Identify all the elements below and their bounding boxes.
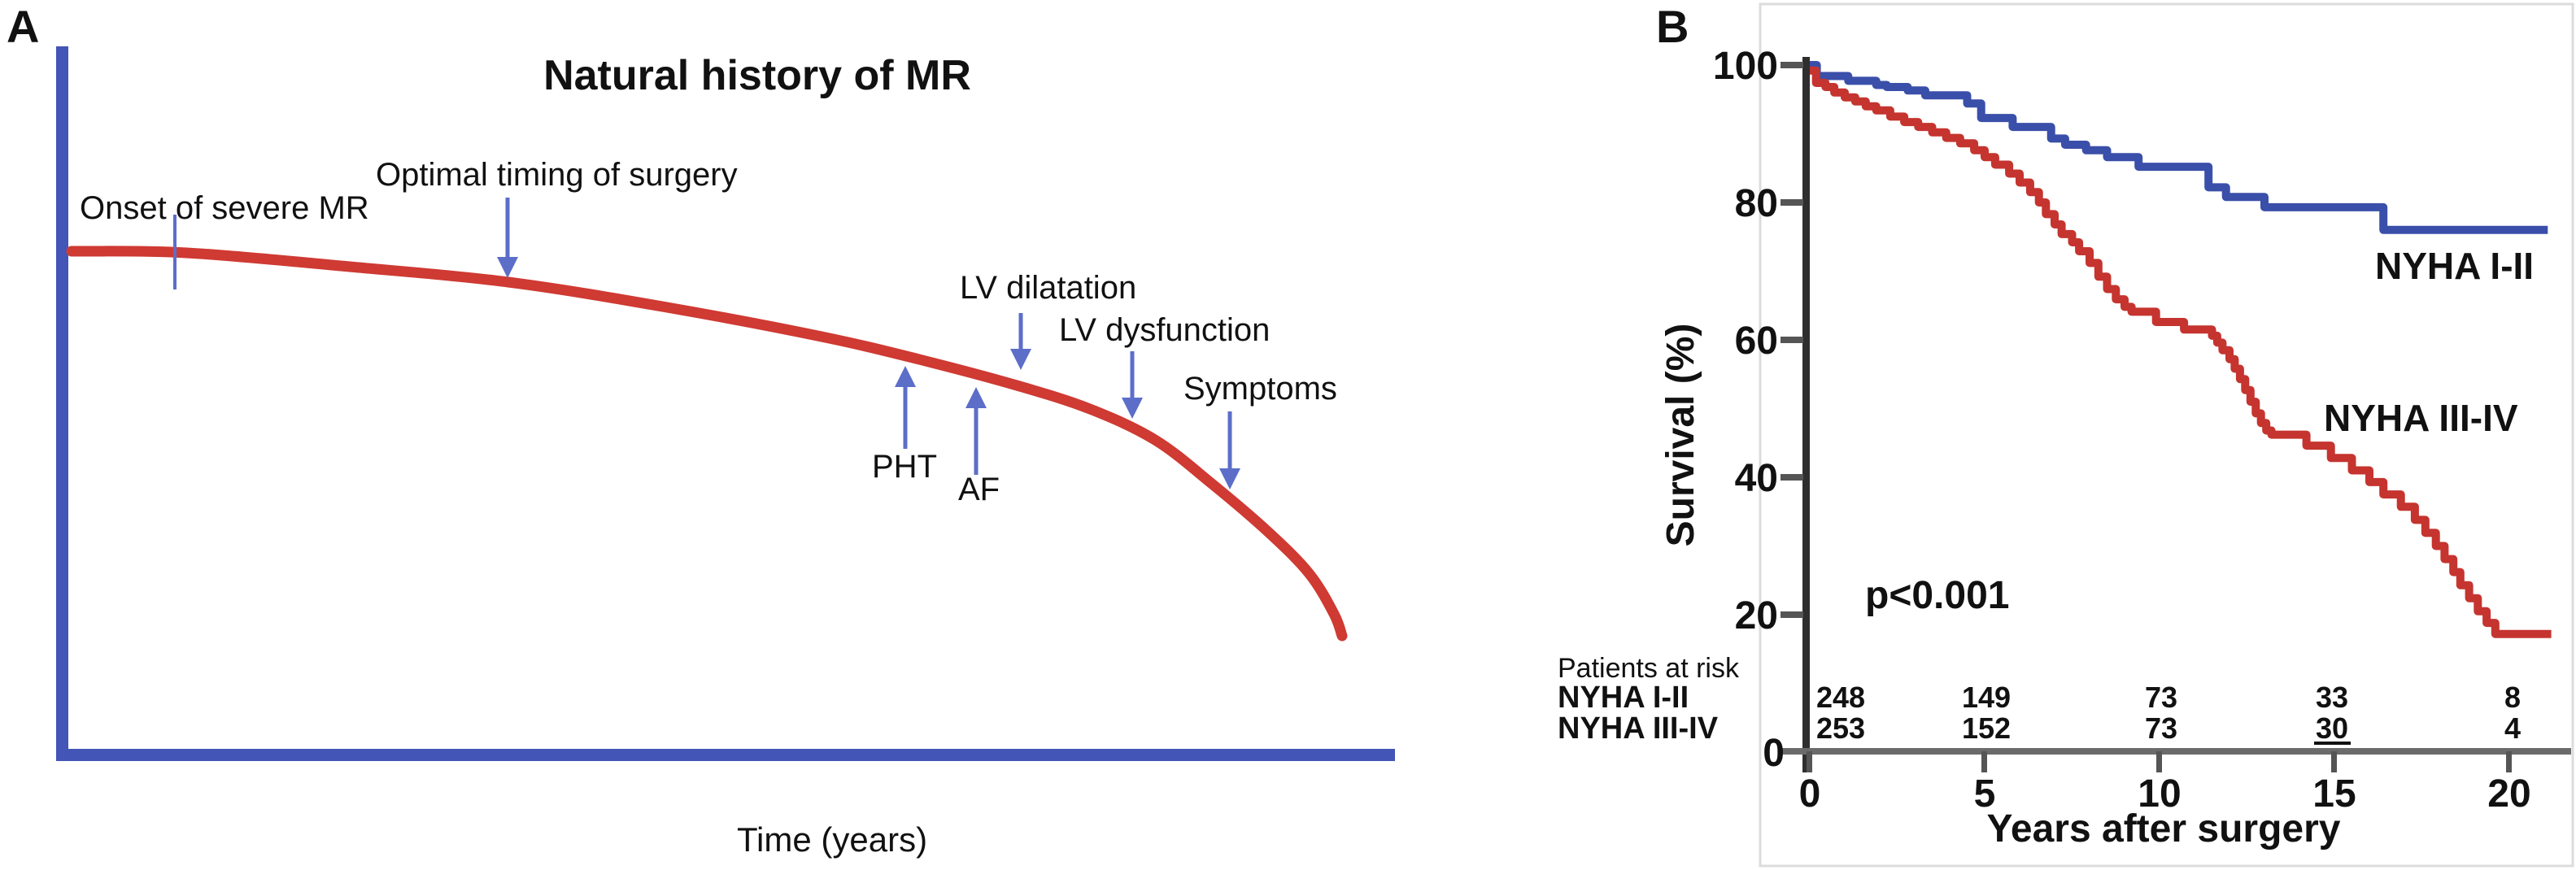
y-tick-60 <box>1781 337 1803 343</box>
x-tick-10 <box>2156 751 2162 772</box>
panel-b-y-axis-label: Survival (%) <box>1659 324 1702 547</box>
panel-a-y-axis <box>56 46 68 761</box>
risk-count: 33 <box>2316 681 2348 714</box>
curve-label-nyha-3-4: NYHA III-IV <box>2324 397 2518 439</box>
panel-a-x-axis-label: Time (years) <box>737 820 927 859</box>
x-tick-label-20: 20 <box>2487 772 2530 816</box>
annotation-optimal-timing: Optimal timing of surgery <box>376 157 738 193</box>
y-tick-label-60: 60 <box>1735 320 1778 363</box>
risk-count: 149 <box>1962 681 2011 714</box>
annotation-onset-severe-mr: Onset of severe MR <box>80 190 369 226</box>
panel-a-title: Natural history of MR <box>543 52 971 99</box>
y-tick-label-20: 20 <box>1735 594 1778 637</box>
km-curves <box>1810 61 2552 638</box>
x-tick-label-0: 0 <box>1799 772 1821 816</box>
p-value: p<0.001 <box>1865 574 2009 617</box>
y-tick-40 <box>1781 474 1803 481</box>
natural-history-curve <box>66 246 1348 642</box>
underline-artifact-30 <box>2314 742 2351 745</box>
x-tick-0 <box>1807 751 1812 772</box>
panel-b-y-ticks <box>1781 62 1803 618</box>
curve-label-nyha-1-2: NYHA I-II <box>2375 245 2534 287</box>
annotation-pht: PHT <box>872 449 937 485</box>
risk-count: 73 <box>2145 711 2177 745</box>
down-arrowhead-icon <box>1010 349 1031 370</box>
up-arrowhead-icon <box>895 366 916 387</box>
annotation-af: AF <box>958 472 1000 507</box>
down-arrowhead-icon <box>1219 468 1240 489</box>
panel-a-annotation-arrows <box>173 198 1240 489</box>
risk-count: 152 <box>1962 711 2011 745</box>
panel-b-x-axis-label: Years after surgery <box>1987 807 2341 850</box>
y-tick-label-0: 0 <box>1763 732 1785 775</box>
x-tick-label-10: 10 <box>2138 772 2181 816</box>
panel-b-x-axis <box>1778 748 2571 755</box>
x-tick-label-15: 15 <box>2312 772 2356 816</box>
y-tick-80 <box>1781 199 1803 206</box>
panel-b-y-axis <box>1802 57 1810 772</box>
risk-row-label-nyha-1-2: NYHA I-II <box>1558 681 1689 715</box>
y-tick-100 <box>1781 62 1803 68</box>
up-arrowhead-icon <box>965 387 987 408</box>
x-tick-15 <box>2331 751 2337 772</box>
risk-count: 248 <box>1816 681 1865 714</box>
risk-count: 253 <box>1816 711 1865 745</box>
risk-count: 73 <box>2145 681 2177 714</box>
y-tick-label-80: 80 <box>1735 182 1778 225</box>
km-curve-nyha-iii-iv <box>1810 66 2552 638</box>
panel-a-x-axis <box>56 749 1395 761</box>
risk-table-title: Patients at risk <box>1558 653 1740 684</box>
y-tick-label-100: 100 <box>1713 45 1778 88</box>
km-curve-nyha-i-ii <box>1810 61 2548 234</box>
down-arrowhead-icon <box>1122 398 1143 419</box>
annotation-symptoms: Symptoms <box>1183 371 1337 407</box>
x-tick-20 <box>2506 751 2512 772</box>
x-tick-5 <box>1981 751 1987 772</box>
x-tick-label-5: 5 <box>1974 772 1996 816</box>
down-arrowhead-icon <box>497 257 518 278</box>
risk-count: 8 <box>2504 681 2521 714</box>
panel-b-x-ticks <box>1807 751 2512 772</box>
y-tick-20 <box>1781 611 1803 618</box>
risk-count: 4 <box>2504 711 2521 745</box>
annotation-lv-dysfunction: LV dysfunction <box>1059 312 1270 348</box>
panel-b-letter: B <box>1656 1 1689 52</box>
risk-row-label-nyha-3-4: NYHA III-IV <box>1558 711 1719 746</box>
annotation-lv-dilatation: LV dilatation <box>960 270 1136 306</box>
panel-a-letter: A <box>7 1 39 52</box>
panel-b-frame <box>1759 2 2574 868</box>
risk-count: 30 <box>2316 711 2348 745</box>
y-tick-label-40: 40 <box>1735 457 1778 500</box>
